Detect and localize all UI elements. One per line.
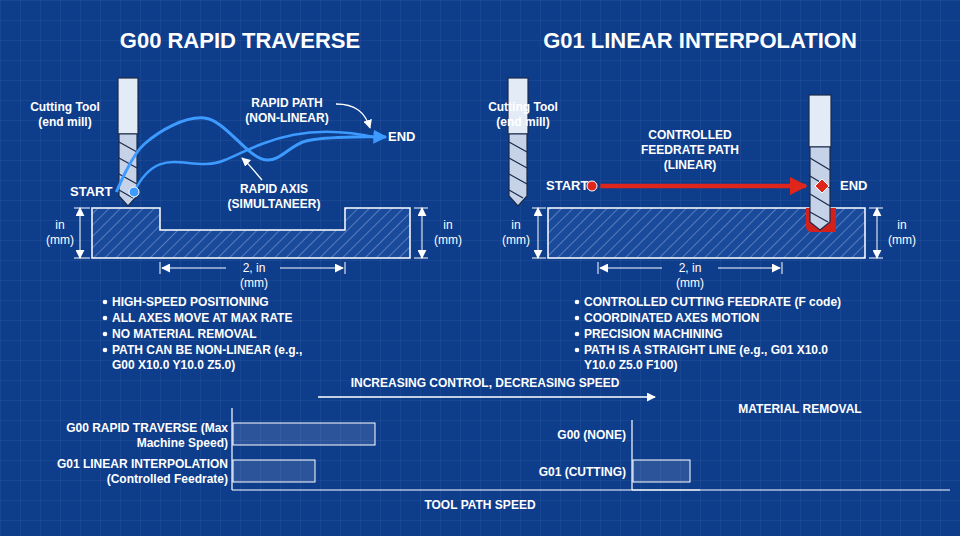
- bullet-text: PATH IS A STRAIGHT LINE (e.g., G01 X10.0…: [584, 343, 834, 373]
- leader-line: [336, 104, 370, 128]
- left-tool: [118, 78, 138, 206]
- dimension-label: 2, in (mm): [664, 261, 716, 291]
- start-point: START: [70, 183, 116, 201]
- path-label: CONTROLLED FEEDRATE PATH (LINEAR): [628, 128, 752, 173]
- chart-axis: [631, 420, 632, 490]
- tool-flutes: [810, 147, 830, 230]
- dimension-line: [80, 208, 81, 258]
- bullet-text: PRECISION MACHINING: [584, 327, 914, 342]
- chart-row-label: G01 (CUTTING): [490, 465, 626, 480]
- point-label: START: [70, 184, 112, 199]
- tool-helix: [509, 142, 527, 198]
- point-label: END: [840, 178, 867, 193]
- end-diamond: [815, 179, 829, 193]
- bullet-text: ALL AXES MOVE AT MAX RATE: [112, 311, 412, 326]
- bullet: [103, 300, 108, 305]
- dimension-label: in (mm): [882, 218, 922, 248]
- feed-path-arrow: [600, 184, 806, 189]
- dimension-tick: [414, 208, 428, 209]
- chart-row-label: G00 (NONE): [490, 428, 626, 443]
- chart-row-label: G01 LINEAR INTERPOLATION (Controlled Fee…: [28, 457, 228, 487]
- trend-arrow: [318, 396, 655, 398]
- bullet-text: NO MATERIAL REMOVAL: [112, 327, 412, 342]
- bullet-text: PATH CAN BE NON-LINEAR (e.g., G00 X10.0 …: [112, 343, 327, 373]
- part-label: Cutting Tool (end mill): [18, 100, 112, 130]
- dimension-line: [422, 208, 423, 258]
- bullet: [575, 348, 580, 353]
- bullet-text: CONTROLLED CUTTING FEEDRATE (F code): [584, 295, 914, 310]
- axis-title: MATERIAL REMOVAL: [700, 402, 900, 417]
- bullet: [103, 332, 108, 337]
- bullet: [575, 332, 580, 337]
- bullet-text: HIGH-SPEED POSITIONING: [112, 295, 412, 310]
- dimension-label: in (mm): [428, 218, 468, 248]
- dimension-label: in (mm): [40, 218, 80, 248]
- part-label: Cutting Tool (end mill): [476, 100, 570, 130]
- dimension-tick: [74, 258, 90, 259]
- bullet-text: COORDINATED AXES MOTION: [584, 311, 914, 326]
- axis-label: RAPID AXIS (SIMULTANEER): [218, 182, 330, 212]
- removal-bar: [633, 460, 690, 482]
- dimension-label: 2, in (mm): [228, 261, 280, 291]
- tool-flutes: [509, 134, 527, 206]
- extension-line: [160, 262, 161, 274]
- dimension-lines: [532, 208, 883, 274]
- extension-line: [598, 262, 599, 274]
- dimension-line: [877, 208, 878, 258]
- dimension-tick: [869, 208, 883, 209]
- trend-label: INCREASING CONTROL, DECREASING SPEED: [290, 376, 680, 391]
- dimension-tick: [74, 208, 90, 209]
- start-point: START: [546, 177, 600, 195]
- dimension-label: in (mm): [496, 218, 536, 248]
- rapid-path-arrow: [116, 118, 386, 192]
- dimension-tick: [532, 208, 546, 209]
- dimension-line: [162, 268, 226, 269]
- speed-bar: [233, 423, 375, 445]
- leader-line: [242, 158, 262, 180]
- right-tool-start: [508, 78, 528, 206]
- axis-title: TOOL PATH SPEED: [380, 498, 580, 513]
- workpiece: [92, 208, 410, 258]
- speed-chart: [232, 408, 700, 490]
- tool-shank: [118, 78, 138, 134]
- speed-bar: [233, 460, 315, 482]
- dimension-line: [280, 268, 343, 269]
- bullet: [103, 316, 108, 321]
- bullet: [103, 348, 108, 353]
- tool-shank: [809, 95, 831, 147]
- extension-line: [345, 262, 346, 274]
- dimension-line: [538, 208, 539, 258]
- dimension-tick: [414, 258, 428, 259]
- path-label: RAPID PATH (NON-LINEAR): [238, 96, 336, 126]
- end-point: END: [386, 128, 415, 146]
- dimension-line: [718, 268, 780, 269]
- right-tool-end: [809, 95, 831, 230]
- extension-line: [782, 262, 783, 274]
- point-label: END: [388, 129, 415, 144]
- end-point: END: [806, 177, 867, 195]
- dimension-tick: [869, 258, 883, 259]
- panel-title: G00 RAPID TRAVERSE: [70, 28, 410, 54]
- start-dot: [129, 187, 139, 197]
- chart-axis: [231, 408, 232, 490]
- dimension-tick: [532, 258, 546, 259]
- bullet: [575, 300, 580, 305]
- tool-helix: [810, 158, 830, 222]
- bullet: [575, 316, 580, 321]
- chart-row-label: G00 RAPID TRAVERSE (Max Machine Speed): [60, 421, 228, 451]
- chart-axis: [632, 489, 950, 490]
- chart-axis: [232, 489, 700, 490]
- dimension-line: [600, 268, 662, 269]
- panel-title: G01 LINEAR INTERPOLATION: [520, 28, 880, 54]
- start-dot: [587, 181, 597, 191]
- point-label: START: [546, 178, 588, 193]
- removal-chart: [632, 420, 950, 490]
